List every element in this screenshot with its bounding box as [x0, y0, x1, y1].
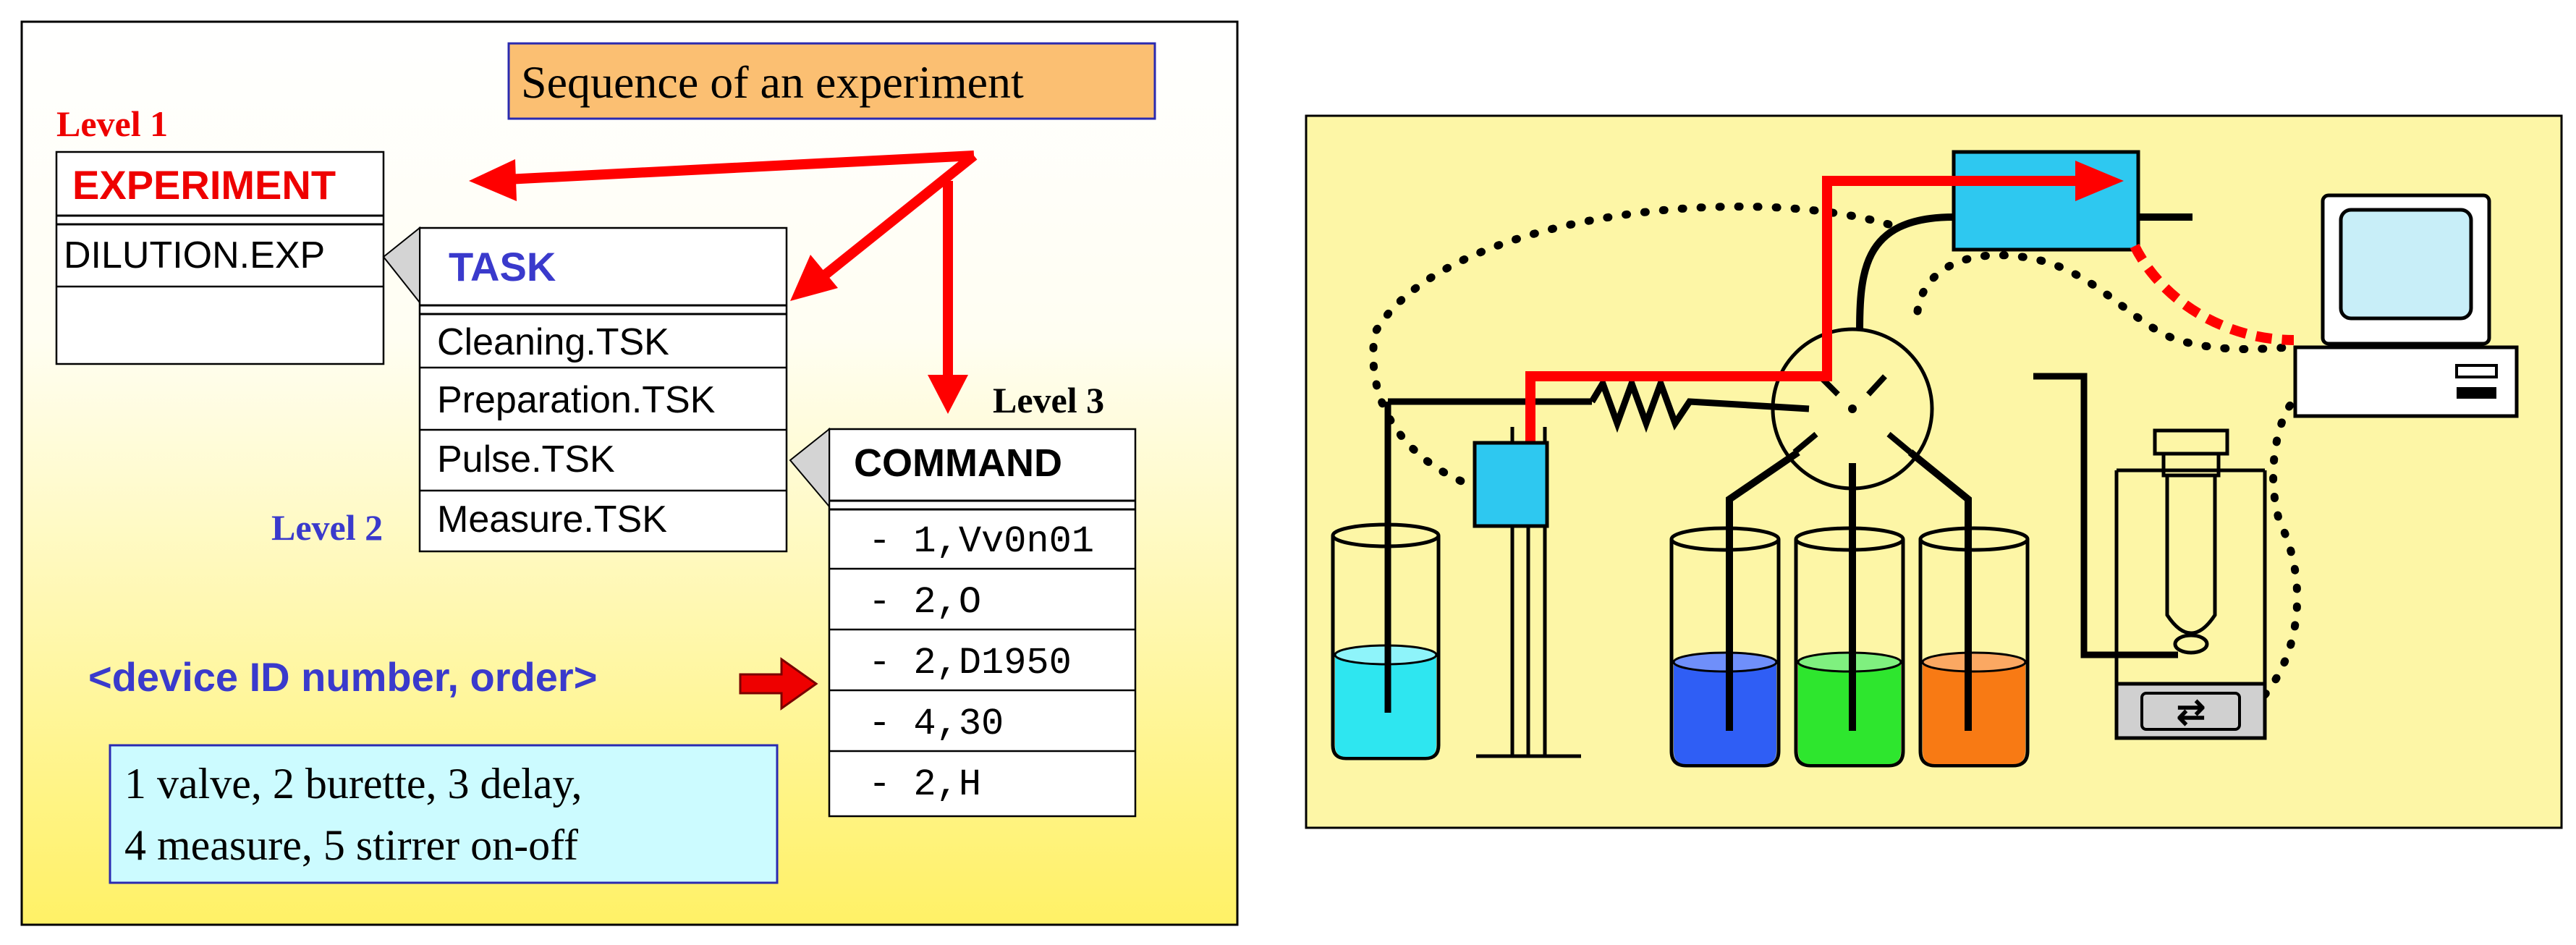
device-arrow — [739, 657, 818, 711]
sample-tubes — [1726, 449, 1972, 731]
burette — [1473, 427, 1581, 758]
arrow-to-task — [790, 255, 838, 301]
sample-beaker-orange — [1918, 526, 2030, 768]
sample-beaker-blue — [1669, 526, 1781, 768]
experiment-table: EXPERIMENT DILUTION.EXP — [55, 151, 385, 365]
command-row: - 2,H — [868, 763, 981, 806]
monitor-screen — [2339, 208, 2473, 321]
command-row: - 2,O — [868, 581, 981, 624]
diagram-title: Sequence of an experiment — [521, 56, 1024, 108]
task-row: Preparation.TSK — [437, 379, 716, 421]
disk-drive — [2457, 387, 2496, 399]
task-command-connector — [789, 427, 830, 509]
reagent-beaker — [1331, 522, 1441, 760]
flow-arrowhead — [2075, 161, 2124, 201]
level1-label: Level 1 — [56, 103, 168, 144]
detector-to-computer-signal — [2130, 243, 2295, 345]
left-panel: Sequence of an experiment Level 1 Level … — [20, 20, 1239, 926]
stirrer: ⇄ — [2114, 682, 2267, 740]
right-panel: ⇄ — [1305, 114, 2563, 829]
device-legend-line: 4 measure, 5 stirrer on-off — [124, 821, 578, 869]
experiment-task-connector — [382, 226, 420, 305]
arrow-to-command — [928, 375, 968, 414]
task-row: Pulse.TSK — [437, 438, 615, 480]
task-table: TASK Cleaning.TSK Preparation.TSK Pulse.… — [418, 226, 788, 553]
task-row: Measure.TSK — [437, 499, 667, 541]
title-box: Sequence of an experiment — [507, 42, 1156, 120]
task-row: Cleaning.TSK — [437, 321, 669, 363]
rotary-valve — [1771, 327, 1934, 491]
disk-drive — [2455, 364, 2498, 378]
sequence-arrows — [469, 151, 978, 414]
tube-valve-to-detector — [1856, 213, 1954, 341]
command-row: - 1,Vv0n01 — [868, 520, 1094, 563]
command-row: - 2,D1950 — [868, 642, 1072, 685]
cable-valve-to-burette — [1369, 202, 1893, 496]
experiment-row: DILUTION.EXP — [64, 234, 325, 276]
command-header: COMMAND — [854, 441, 1062, 485]
command-table: COMMAND - 1,Vv0n01 - 2,O - 2,D1950 - 4,3… — [828, 428, 1137, 818]
experiment-header: EXPERIMENT — [72, 162, 336, 208]
task-header: TASK — [449, 244, 556, 289]
device-legend-line: 1 valve, 2 burette, 3 delay, — [124, 760, 582, 808]
level2-label: Level 2 — [271, 507, 383, 548]
stirrer-icon: ⇄ — [2177, 693, 2206, 732]
control-cables — [1369, 202, 2302, 699]
detector — [1952, 150, 2192, 252]
command-row: - 4,30 — [868, 703, 1004, 745]
measuring-cell — [2114, 428, 2267, 687]
flow-path — [1525, 176, 2084, 481]
computer-base — [2293, 345, 2519, 418]
device-legend-box: 1 valve, 2 burette, 3 delay, 4 measure, … — [109, 744, 779, 884]
arrow-to-experiment — [469, 159, 517, 201]
computer — [2293, 193, 2519, 418]
device-id-label: <device ID number, order> — [88, 654, 597, 700]
level3-label: Level 3 — [993, 380, 1104, 420]
